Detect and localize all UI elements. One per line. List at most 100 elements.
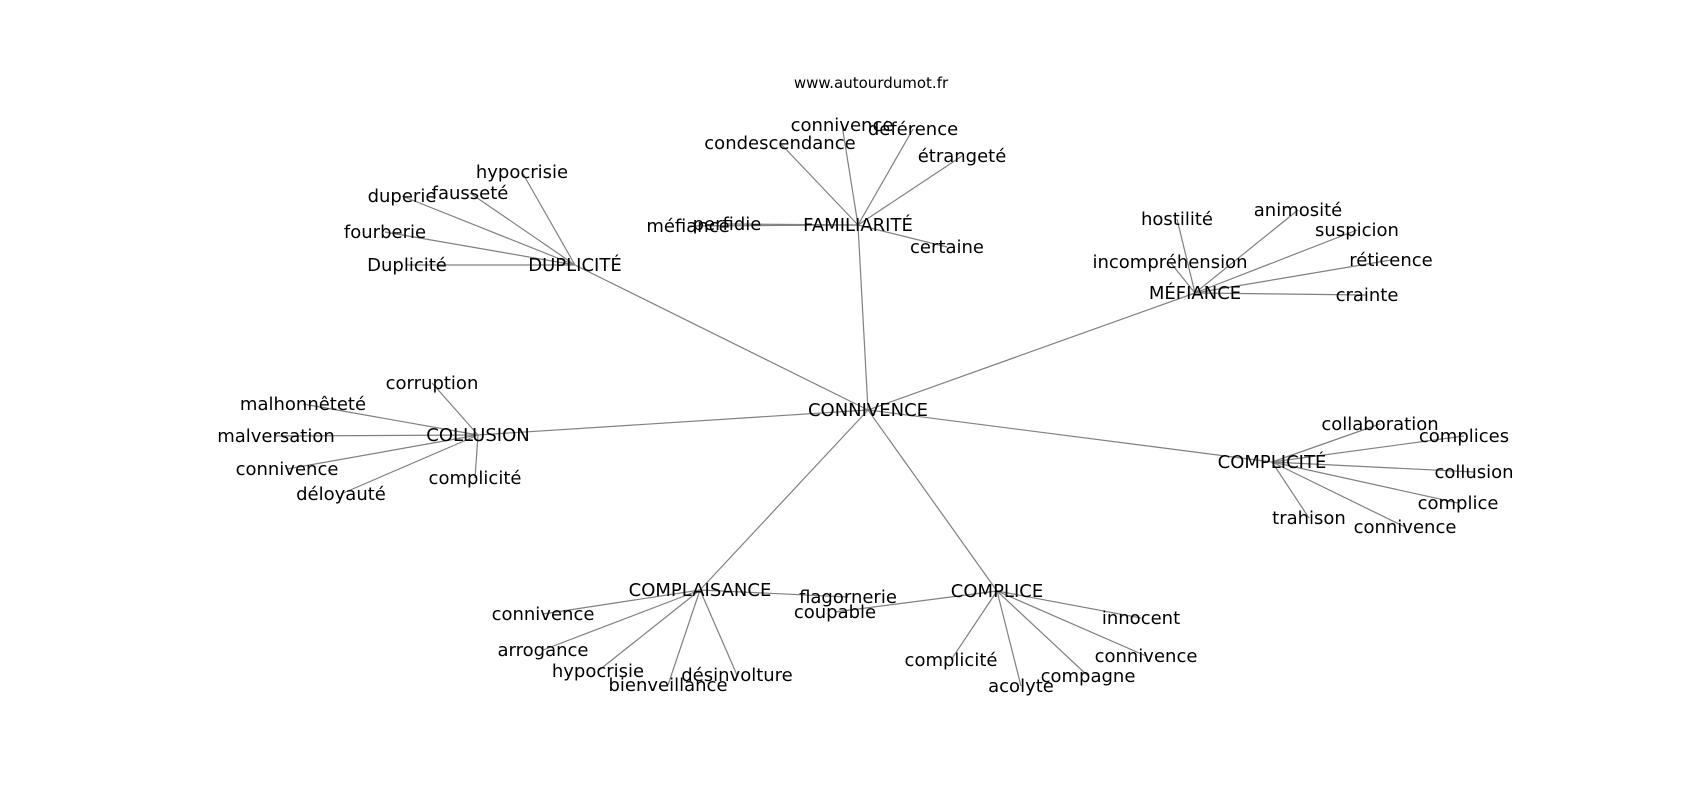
leaf-node-mefiance[interactable]: méfiance	[646, 216, 729, 237]
leaf-node-trahison[interactable]: trahison	[1272, 508, 1346, 529]
leaf-node-arrogance[interactable]: arrogance	[498, 640, 589, 661]
edge-complaisance-bienveillance	[667, 589, 701, 686]
edge-collusion-complicite	[474, 434, 479, 479]
leaf-node-corruption[interactable]: corruption	[386, 373, 479, 394]
leaf-node-hypocrisie[interactable]: hypocrisie	[476, 162, 568, 183]
source-url: www.autourdumot.fr	[794, 74, 949, 92]
leaf-node-innocent[interactable]: innocent	[1102, 608, 1180, 629]
edge-familiarite-condescendance	[779, 142, 859, 226]
edge-complice-compagne	[996, 590, 1089, 677]
edge-mefiance-incomprehension	[1169, 261, 1196, 294]
graph-edges	[275, 124, 1475, 687]
leaf-node-flagornerie[interactable]: flagornerie	[799, 587, 897, 608]
leaf-node-connivence[interactable]: connivence	[791, 115, 894, 136]
edge-collusion-corruption	[431, 382, 479, 436]
edge-complice-innocent	[996, 590, 1142, 619]
edge-mefiance-suspicion	[1194, 229, 1358, 294]
hub-node-mefiance[interactable]: MÉFIANCE	[1149, 282, 1241, 304]
leaf-node-acolyte[interactable]: acolyte	[988, 676, 1054, 697]
edge-root-duplicite	[574, 264, 869, 411]
edge-root-mefiance	[867, 292, 1196, 411]
leaf-node-collusion[interactable]: collusion	[1434, 462, 1513, 483]
edge-complicite-complice	[1271, 461, 1459, 504]
edge-duplicite-faussete	[469, 192, 576, 266]
hub-node-collusion[interactable]: COLLUSION	[426, 425, 529, 446]
edge-root-familiarite	[857, 224, 869, 411]
leaf-node-suspicion[interactable]: suspicion	[1315, 220, 1399, 241]
leaf-node-hostilite[interactable]: hostilité	[1141, 209, 1213, 230]
leaf-node-bienveillance[interactable]: bienveillance	[608, 675, 727, 696]
leaf-node-connivence[interactable]: connivence	[1354, 517, 1457, 538]
leaf-node-desinvolture[interactable]: désinvolture	[681, 665, 793, 686]
edge-duplicite-duperie	[401, 195, 576, 266]
edge-complaisance-hypocrisie	[597, 589, 701, 672]
leaf-node-malhonnetete[interactable]: malhonnêteté	[240, 394, 366, 415]
edge-familiarite-etrangete	[857, 155, 963, 226]
leaf-node-duperie[interactable]: duperie	[368, 186, 437, 207]
hub-node-familiarite[interactable]: FAMILIARITÉ	[803, 214, 913, 236]
leaf-node-condescendance[interactable]: condescendance	[704, 133, 855, 154]
edge-collusion-malversation	[275, 434, 479, 437]
hub-node-complaisance[interactable]: COMPLAISANCE	[629, 580, 772, 601]
leaf-node-faussete[interactable]: fausseté	[432, 183, 509, 204]
leaf-node-complicite[interactable]: complicité	[429, 468, 522, 489]
edge-familiarite-connivence	[841, 124, 859, 226]
leaf-node-certaine[interactable]: certaine	[910, 237, 984, 258]
edge-familiarite-perfidie	[726, 223, 859, 226]
hub-node-complice[interactable]: COMPLICE	[951, 581, 1043, 602]
edge-collusion-connivence	[286, 434, 479, 470]
edge-collusion-deloyaute	[340, 434, 479, 495]
edge-duplicite-hypocrisie	[521, 171, 576, 266]
leaf-node-complices[interactable]: complices	[1419, 426, 1509, 447]
leaf-node-fourberie[interactable]: fourberie	[344, 222, 426, 243]
leaf-node-connivence[interactable]: connivence	[1095, 646, 1198, 667]
edge-complicite-connivence	[1271, 461, 1406, 528]
leaf-node-collaboration[interactable]: collaboration	[1321, 414, 1438, 435]
edge-mefiance-reticence	[1194, 259, 1392, 294]
edge-complaisance-arrogance	[542, 589, 701, 651]
leaf-node-complicite[interactable]: complicité	[905, 650, 998, 671]
edge-complicite-trahison	[1271, 461, 1310, 519]
edge-mefiance-hostilite	[1176, 218, 1196, 294]
leaf-node-animosite[interactable]: animosité	[1254, 200, 1343, 221]
edge-root-complice	[867, 409, 998, 592]
edge-complice-complicite	[950, 590, 998, 661]
leaf-node-complice[interactable]: complice	[1418, 493, 1499, 514]
edge-mefiance-animosite	[1194, 209, 1299, 294]
edge-complaisance-flagornerie	[699, 589, 849, 598]
leaf-node-coupable[interactable]: coupable	[794, 602, 876, 623]
leaf-node-deference[interactable]: déférence	[868, 119, 958, 140]
graph-labels: CONNIVENCEFAMILIARITÉcondescendanceconni…	[217, 115, 1513, 697]
edge-duplicite-fourberie	[384, 231, 576, 266]
edge-root-complaisance	[699, 409, 869, 591]
edge-complice-connivence	[996, 590, 1147, 657]
edge-familiarite-certaine	[857, 224, 948, 248]
edge-complicite-complices	[1271, 435, 1465, 463]
leaf-node-perfidie[interactable]: perfidie	[693, 214, 762, 235]
edge-collusion-malhonnetete	[302, 403, 479, 436]
leaf-node-malversation[interactable]: malversation	[217, 426, 335, 447]
edge-root-complicite	[867, 409, 1273, 463]
leaf-node-connivence[interactable]: connivence	[492, 604, 595, 625]
edge-root-collusion	[477, 409, 869, 436]
hub-node-duplicite[interactable]: DUPLICITÉ	[528, 254, 621, 276]
edge-complicite-collaboration	[1271, 423, 1381, 463]
edge-complice-acolyte	[996, 590, 1022, 687]
edge-mefiance-crainte	[1194, 292, 1368, 296]
leaf-node-compagne[interactable]: compagne	[1041, 666, 1136, 687]
edge-complice-coupable	[834, 590, 998, 613]
root-node-label[interactable]: CONNIVENCE	[808, 400, 928, 421]
leaf-node-reticence[interactable]: réticence	[1349, 250, 1433, 271]
leaf-node-deloyaute[interactable]: déloyauté	[296, 484, 386, 505]
leaf-node-connivence[interactable]: connivence	[236, 459, 339, 480]
hub-node-complicite[interactable]: COMPLICITÉ	[1218, 451, 1327, 473]
leaf-node-duplicite[interactable]: Duplicité	[367, 255, 447, 276]
leaf-node-incomprehension[interactable]: incompréhension	[1092, 252, 1247, 273]
edge-familiarite-deference	[857, 128, 914, 226]
edge-complicite-collusion	[1271, 461, 1475, 473]
leaf-node-crainte[interactable]: crainte	[1336, 285, 1399, 306]
edge-complaisance-connivence	[542, 589, 701, 615]
leaf-node-etrangete[interactable]: étrangeté	[918, 146, 1007, 167]
leaf-node-hypocrisie[interactable]: hypocrisie	[552, 661, 644, 682]
